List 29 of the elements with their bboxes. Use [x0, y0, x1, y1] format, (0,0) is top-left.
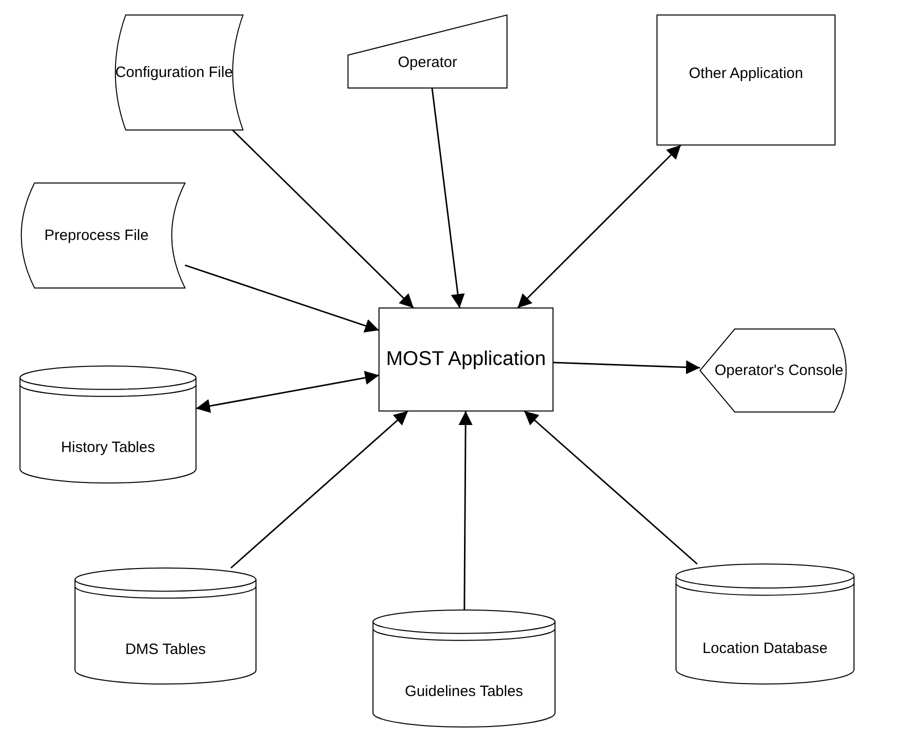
arrow	[524, 410, 698, 565]
node-label: Operator	[398, 54, 458, 71]
node-label: History Tables	[61, 439, 155, 456]
node-label: Preprocess File	[44, 227, 149, 244]
arrow	[196, 370, 380, 413]
process-box	[656, 14, 836, 146]
file-shape	[20, 182, 186, 288]
node-label: Configuration File	[115, 64, 233, 81]
process-box	[378, 308, 554, 412]
manual-input-shape	[348, 14, 508, 88]
database-cylinder	[372, 610, 556, 728]
display-shape	[700, 328, 847, 412]
arrow	[458, 411, 473, 610]
file-shape	[114, 14, 244, 130]
arrow	[552, 360, 700, 374]
arrow	[431, 88, 465, 308]
node-label: Other Application	[688, 65, 804, 82]
node-label: MOST Application	[386, 348, 546, 371]
node-label: Location Database	[702, 640, 828, 656]
arrow	[230, 410, 408, 569]
node-label: DMS Tables	[125, 640, 206, 658]
node-label: Operator's Console	[714, 362, 844, 379]
arrow	[517, 144, 682, 309]
database-cylinder	[676, 564, 854, 684]
node-label: Guidelines Tables	[404, 683, 524, 700]
database-cylinder	[74, 568, 256, 684]
database-cylinder	[20, 366, 196, 484]
arrow	[184, 264, 380, 332]
arrow	[232, 129, 414, 309]
